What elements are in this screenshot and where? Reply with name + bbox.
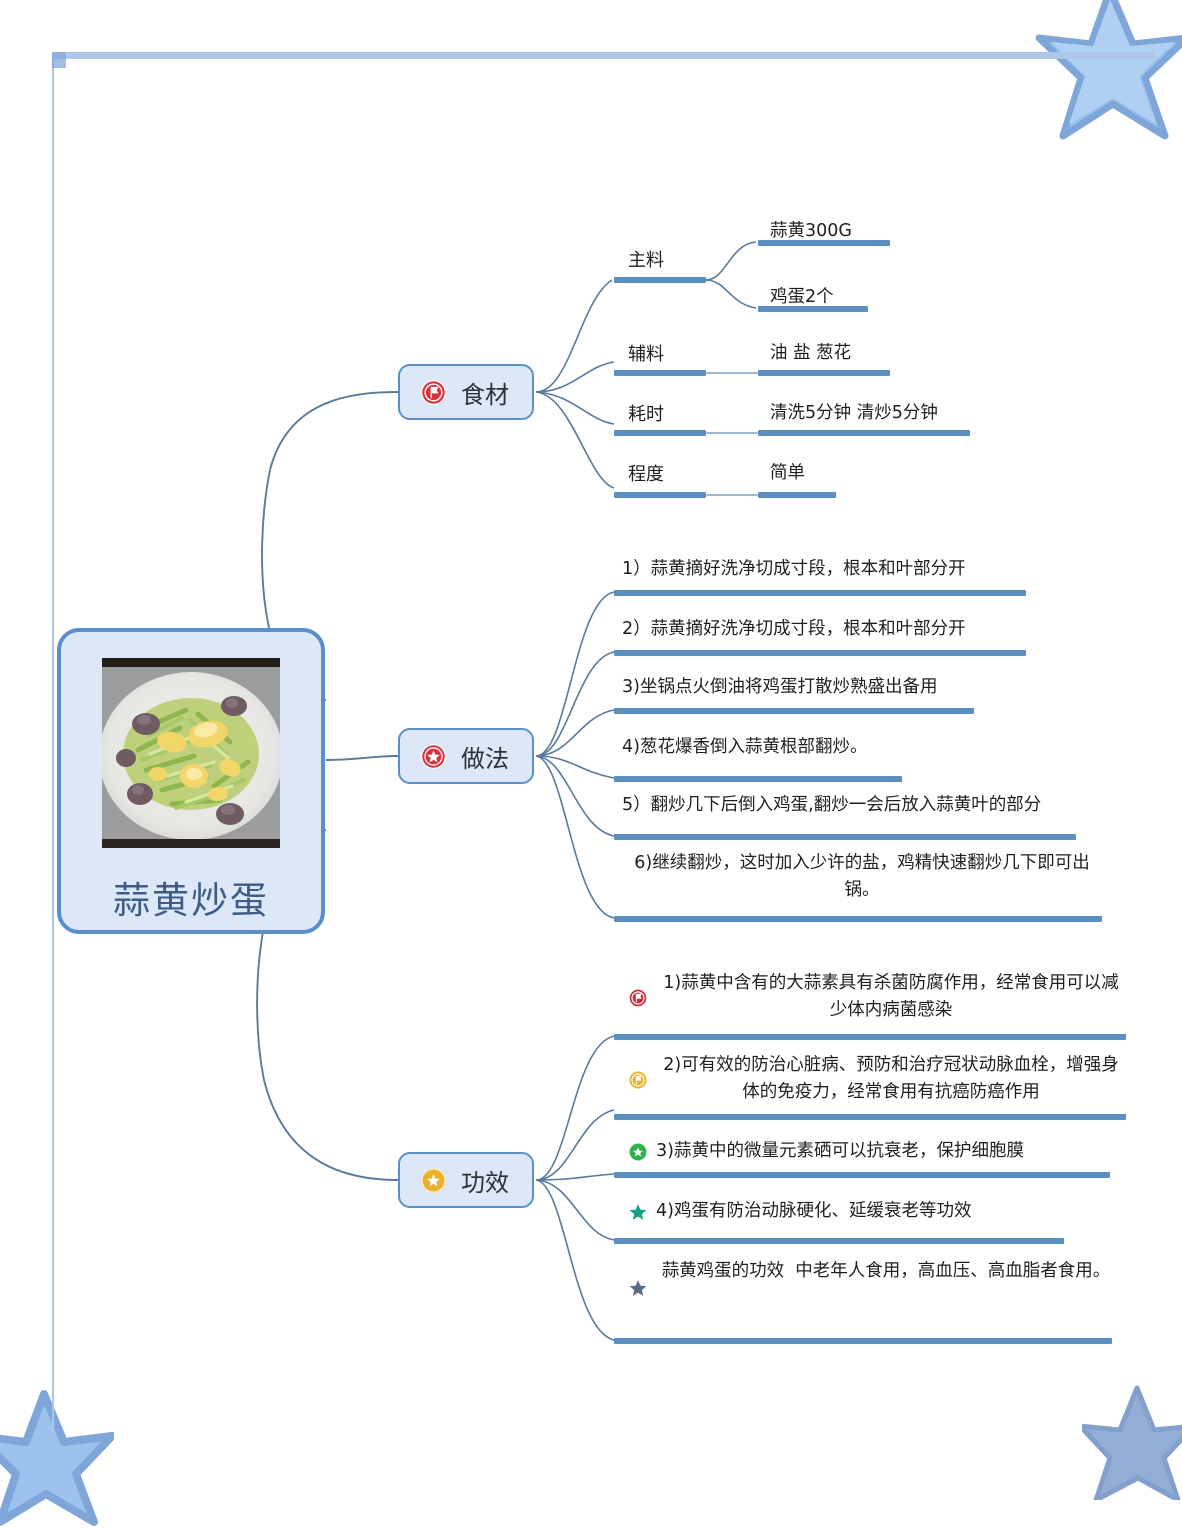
branch-node-method[interactable]: 做法: [398, 728, 534, 784]
underline-bar: [758, 370, 890, 376]
leaf-benefits-2[interactable]: 3)蒜黄中的微量元素硒可以抗衰老，保护细胞膜: [656, 1138, 1126, 1165]
subnode-label: 辅料: [628, 344, 664, 365]
red-circle-star-icon: [420, 743, 447, 770]
page-title: 蒜黄炒蛋: [113, 879, 269, 922]
red-circle-flag-icon: [420, 379, 447, 406]
leaf-method-5[interactable]: 6)继续翻炒，这时加入少许的盐，鸡精快速翻炒几下即可出锅。: [622, 850, 1102, 904]
underline-bar: [614, 1114, 1126, 1120]
underline-bar: [614, 1238, 1064, 1244]
leaf-text: 3)坐锅点火倒油将鸡蛋打散炒熟盛出备用: [622, 677, 938, 697]
connector-bar: [706, 432, 758, 434]
leaf-text: 2）蒜黄摘好洗净切成寸段，根本和叶部分开: [622, 619, 966, 639]
leaf-text: 3)蒜黄中的微量元素硒可以抗衰老，保护细胞膜: [656, 1141, 1024, 1161]
leaf-text: 2)可有效的防治心脏病、预防和治疗冠状动脉血栓，增强身体的免疫力，经常食用有抗癌…: [663, 1055, 1119, 1103]
dish-photo: [102, 658, 280, 848]
underline-bar: [614, 650, 1026, 656]
connector-bar: [706, 372, 758, 374]
leaf-method-1[interactable]: 2）蒜黄摘好洗净切成寸段，根本和叶部分开: [622, 616, 1042, 643]
leaf-ingredients-2-0[interactable]: 清洗5分钟 清炒5分钟: [770, 400, 1030, 427]
leaf-method-4[interactable]: 5）翻炒几下后倒入鸡蛋,翻炒一会后放入蒜黄叶的部分: [622, 792, 1102, 819]
gold-circle-flag-icon: [628, 1070, 648, 1090]
underline-bar: [614, 492, 706, 498]
leaf-ingredients-1-0[interactable]: 油 盐 葱花: [770, 340, 1010, 367]
leaf-text: 4)葱花爆香倒入蒜黄根部翻炒。: [622, 737, 868, 757]
leaf-method-3[interactable]: 4)葱花爆香倒入蒜黄根部翻炒。: [622, 734, 1042, 761]
leaf-text: 鸡蛋2个: [770, 287, 834, 307]
green-circle-star-icon: [628, 1142, 648, 1162]
subnode-label: 耗时: [628, 404, 664, 425]
underline-bar: [614, 430, 706, 436]
leaf-text: 1）蒜黄摘好洗净切成寸段，根本和叶部分开: [622, 559, 966, 579]
gold-circle-star-icon: [420, 1167, 447, 1194]
leaf-ingredients-0-1[interactable]: 鸡蛋2个: [770, 284, 970, 311]
leaf-method-2[interactable]: 3)坐锅点火倒油将鸡蛋打散炒熟盛出备用: [622, 674, 1042, 701]
leaf-benefits-3[interactable]: 4)鸡蛋有防治动脉硬化、延缓衰老等功效: [656, 1198, 1126, 1225]
underline-bar: [614, 834, 1076, 840]
leaf-text: 1)蒜黄中含有的大蒜素具有杀菌防腐作用，经常食用可以减少体内病菌感染: [663, 973, 1119, 1021]
subnode-label: 主料: [628, 250, 664, 271]
underline-bar: [614, 370, 706, 376]
leaf-text: 5）翻炒几下后倒入鸡蛋,翻炒一会后放入蒜黄叶的部分: [622, 795, 1042, 815]
leaf-benefits-4[interactable]: 蒜黄鸡蛋的功效 中老年人食用，高血压、高血脂者食用。: [656, 1258, 1116, 1285]
leaf-text: 6)继续翻炒，这时加入少许的盐，鸡精快速翻炒几下即可出锅。: [634, 853, 1090, 901]
branch-label-benefits: 功效: [461, 1168, 509, 1197]
underline-bar: [614, 590, 1026, 596]
red-circle-flag-icon: [628, 988, 648, 1008]
frame-corner-cap: [52, 52, 66, 68]
underline-bar: [614, 1172, 1110, 1178]
connector-bar: [706, 494, 758, 496]
connector-lines: [256, 241, 757, 1341]
underline-bar: [758, 240, 890, 246]
subnode-label: 程度: [628, 464, 664, 485]
leaf-text: 简单: [770, 463, 805, 483]
central-node[interactable]: 蒜黄炒蛋: [57, 628, 325, 934]
leaf-benefits-0[interactable]: 1)蒜黄中含有的大蒜素具有杀菌防腐作用，经常食用可以减少体内病菌感染: [656, 970, 1126, 1024]
branch-label-ingredients: 食材: [461, 380, 509, 409]
branch-label-method: 做法: [461, 744, 509, 773]
leaf-method-0[interactable]: 1）蒜黄摘好洗净切成寸段，根本和叶部分开: [622, 556, 1042, 583]
branch-node-benefits[interactable]: 功效: [398, 1152, 534, 1208]
leaf-ingredients-3-0[interactable]: 简单: [770, 460, 970, 487]
underline-bar: [614, 708, 974, 714]
underline-bar: [614, 916, 1102, 922]
slate-star-icon: [628, 1278, 648, 1298]
leaf-ingredients-0-0[interactable]: 蒜黄300G: [770, 218, 970, 245]
underline-bar: [614, 1338, 1112, 1344]
leaf-benefits-1[interactable]: 2)可有效的防治心脏病、预防和治疗冠状动脉血栓，增强身体的免疫力，经常食用有抗癌…: [656, 1052, 1126, 1106]
underline-bar: [758, 430, 970, 436]
leaf-text: 清洗5分钟 清炒5分钟: [770, 403, 938, 423]
leaf-text: 4)鸡蛋有防治动脉硬化、延缓衰老等功效: [656, 1201, 972, 1221]
leaf-text: 蒜黄300G: [770, 221, 852, 241]
underline-bar: [614, 277, 706, 283]
teal-star-icon: [628, 1202, 648, 1222]
underline-bar: [614, 1034, 1126, 1040]
underline-bar: [758, 306, 868, 312]
branch-node-ingredients[interactable]: 食材: [398, 364, 534, 420]
leaf-text: 油 盐 葱花: [770, 343, 852, 363]
underline-bar: [758, 492, 836, 498]
leaf-text: 蒜黄鸡蛋的功效 中老年人食用，高血压、高血脂者食用。: [661, 1261, 1111, 1281]
underline-bar: [614, 776, 902, 782]
